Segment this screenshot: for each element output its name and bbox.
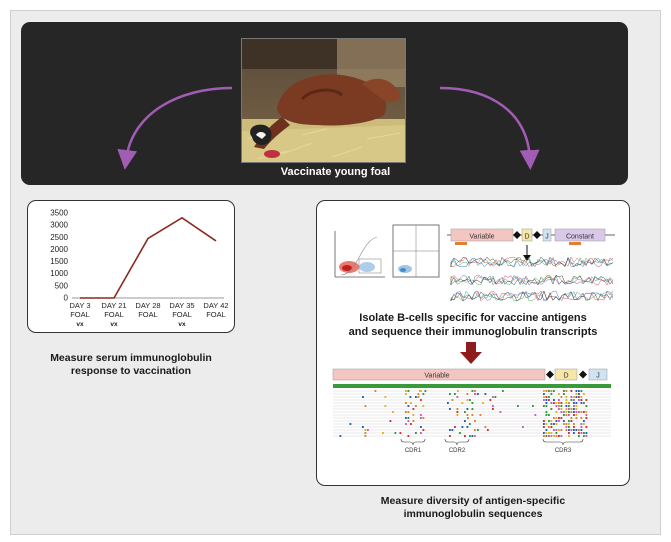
foal-photo (241, 38, 406, 163)
cdr-braces (400, 438, 584, 446)
cdr2-label: CDR2 (449, 448, 466, 454)
gene-diagram-bottom (332, 368, 608, 381)
top-j-label: J (545, 234, 549, 241)
left-flow-arrow (117, 86, 233, 170)
top-variable-label: Variable (469, 234, 494, 241)
cdr3-label: CDR3 (555, 448, 572, 454)
x-tick-label: DAY 42 (203, 301, 228, 310)
bottom-j-label: J (596, 373, 600, 380)
cdr1-label: CDR1 (405, 448, 422, 454)
x-tick-label: FOAL (70, 310, 90, 319)
bottom-d-label: D (563, 373, 568, 380)
x-tick-label: vx (76, 321, 84, 328)
x-tick-label: FOAL (138, 310, 158, 319)
x-tick-label: DAY 21 (101, 301, 126, 310)
sequencing-panel: Variable D J Constant Variable D J (316, 200, 630, 486)
series-line (80, 216, 217, 299)
process-down-arrow (460, 342, 482, 364)
y-tick-label: 1500 (50, 257, 68, 266)
y-tick-label: 3000 (50, 221, 68, 230)
x-tick-label: vx (110, 321, 118, 328)
diversity-caption: Measure diversity of antigen-specific im… (316, 495, 630, 521)
y-tick-label: 2000 (50, 245, 68, 254)
isolate-caption-line-1: Isolate B-cells specific for vaccine ant… (359, 312, 587, 324)
y-tick-label: 500 (55, 281, 69, 290)
diversity-caption-line-1: Measure diversity of antigen-specific (380, 495, 566, 507)
serum-caption: Measure serum immunoglobulin response to… (27, 352, 235, 378)
x-tick-label: DAY 35 (169, 301, 194, 310)
y-tick-label: 1000 (50, 269, 68, 278)
serum-caption-line-2: response to vaccination (70, 365, 192, 377)
sequencing-chromatogram (450, 256, 614, 302)
flow-arrows (117, 86, 540, 170)
bottom-variable-label: Variable (424, 373, 449, 380)
sequence-alignment (333, 384, 611, 437)
y-tick-label: 2500 (50, 233, 68, 242)
y-tick-label: 3500 (50, 209, 68, 218)
right-flow-arrow (439, 86, 540, 170)
isolate-caption: Isolate B-cells specific for vaccine ant… (316, 311, 630, 339)
x-tick-label: DAY 3 (70, 301, 91, 310)
serum-caption-line-1: Measure serum immunoglobulin (50, 352, 212, 364)
x-tick-label: FOAL (206, 310, 226, 319)
top-constant-label: Constant (566, 234, 594, 241)
x-tick-label: FOAL (172, 310, 192, 319)
top-d-label: D (524, 234, 529, 241)
banner-label: Vaccinate young foal (280, 166, 391, 178)
flow-cytometry-plot-2 (392, 224, 440, 278)
x-tick-label: DAY 28 (135, 301, 160, 310)
x-tick-label: FOAL (104, 310, 124, 319)
gene-diagram-top (447, 228, 615, 261)
sequencing-diagram: Variable D J Constant Variable D J (332, 224, 615, 454)
x-tick-label: vx (178, 321, 186, 328)
isolate-caption-line-2: and sequence their immunoglobulin transc… (348, 326, 598, 338)
y-tick-label: 0 (64, 294, 69, 303)
diversity-caption-line-2: immunoglobulin sequences (403, 508, 543, 520)
flow-cytometry-plot-1 (334, 231, 385, 278)
